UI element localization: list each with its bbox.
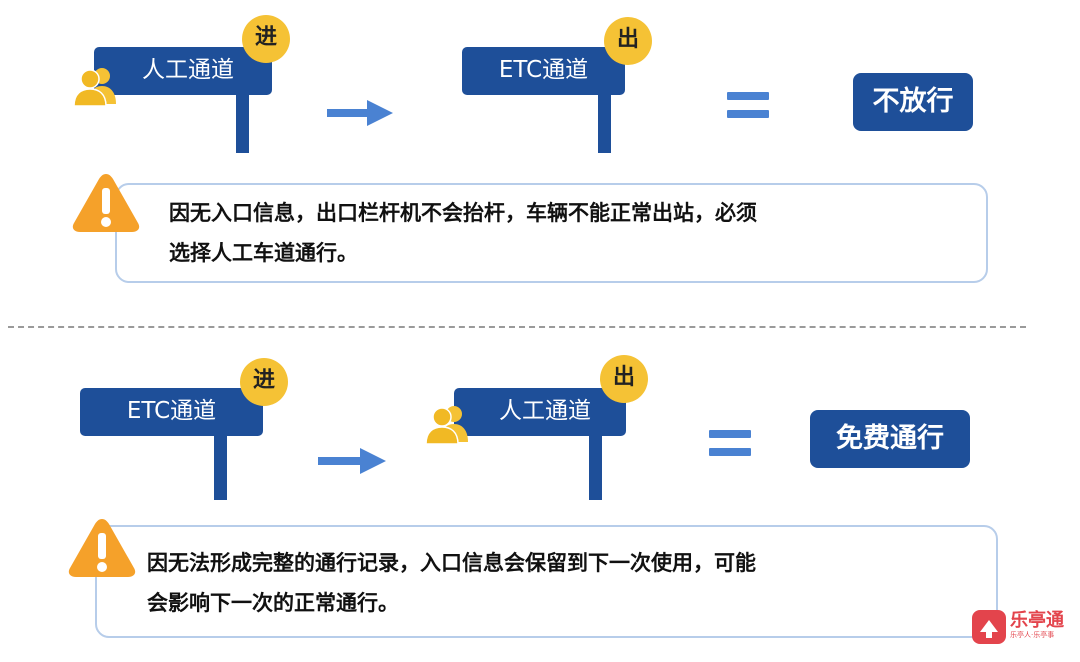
note-box (115, 183, 988, 283)
watermark-logo: 乐亭通 乐亭人·乐亭事 (972, 606, 1072, 650)
note-line: 选择人工车道通行。 (169, 241, 358, 265)
logo-icon (972, 610, 1006, 644)
note-line: 因无入口信息，出口栏杆机不会抬杆，车辆不能正常出站，必须 (169, 201, 757, 225)
entry-sign-pole (214, 430, 227, 500)
note-line: 会影响下一次的正常通行。 (147, 591, 399, 615)
exit-sign: ETC通道 (462, 47, 625, 95)
entry-sign-pole (236, 90, 249, 153)
logo-title: 乐亭通 (1010, 610, 1064, 631)
entry-badge: 进 (242, 15, 290, 63)
equals-icon (727, 92, 769, 120)
person-pair-icon (73, 68, 116, 107)
warning-icon (72, 174, 140, 232)
arrow-right-icon (318, 448, 386, 474)
exit-sign-label: ETC通道 (498, 57, 589, 83)
exit-badge: 出 (600, 355, 648, 403)
exit-sign-pole (589, 430, 602, 500)
equals-icon (709, 430, 751, 458)
exit-sign-pole (598, 90, 611, 153)
note-text: 因无入口信息，出口栏杆机不会抬杆，车辆不能正常出站，必须 选择人工车道通行。 (169, 193, 969, 273)
logo-subtitle: 乐亭人·乐亭事 (1010, 631, 1055, 639)
entry-sign: ETC通道 (80, 388, 263, 436)
result-label: 不放行 (853, 73, 973, 131)
note-text: 因无法形成完整的通行记录，入口信息会保留到下一次使用，可能 会影响下一次的正常通… (147, 543, 987, 623)
section-divider (8, 326, 1026, 328)
arrow-right-icon (327, 100, 393, 126)
note-line: 因无法形成完整的通行记录，入口信息会保留到下一次使用，可能 (147, 551, 756, 575)
exit-badge: 出 (604, 17, 652, 65)
exit-sign: 人工通道 (454, 388, 626, 436)
entry-badge: 进 (240, 358, 288, 406)
exit-sign-label: 人工通道 (499, 398, 591, 424)
entry-sign-label: ETC通道 (126, 398, 217, 424)
note-box (95, 525, 998, 638)
result-label: 免费通行 (810, 410, 970, 468)
entry-sign: 人工通道 (94, 47, 272, 95)
entry-sign-label: 人工通道 (142, 57, 234, 83)
person-pair-icon (425, 406, 468, 445)
warning-icon (68, 519, 136, 577)
